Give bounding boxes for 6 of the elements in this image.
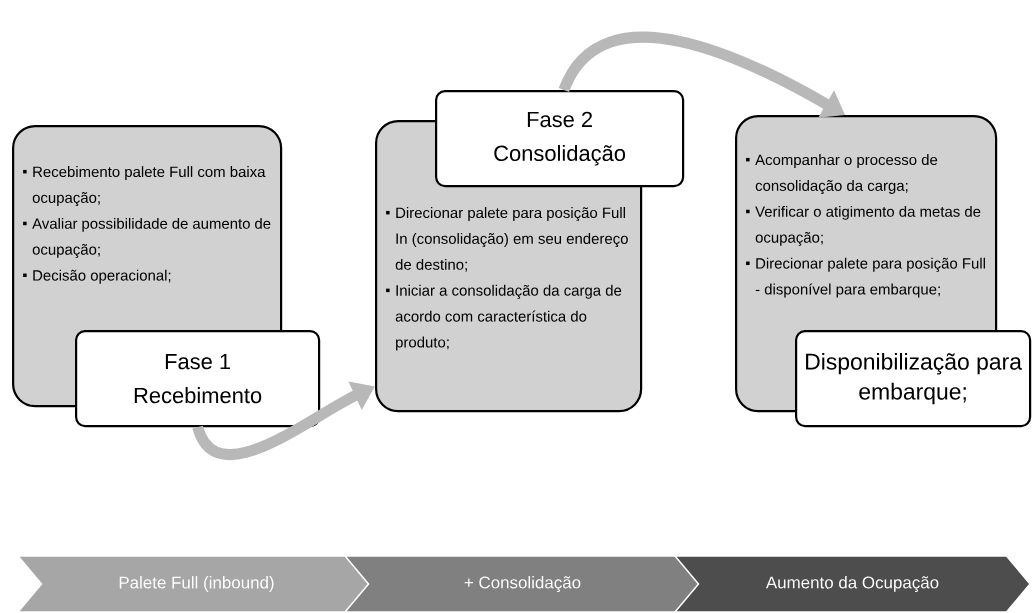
chevron-step: Palete Full (inbound) [16, 555, 376, 613]
phase-label-box: Disponibilização para embarque; [795, 330, 1032, 428]
chevron-step: Aumento da Ocupação [673, 555, 1031, 613]
phase-label-box: Fase 1 Recebimento [75, 330, 321, 428]
chevron-step: + Consolidação [343, 555, 701, 613]
phase-label-box: Fase 2 Consolidação [435, 90, 685, 188]
